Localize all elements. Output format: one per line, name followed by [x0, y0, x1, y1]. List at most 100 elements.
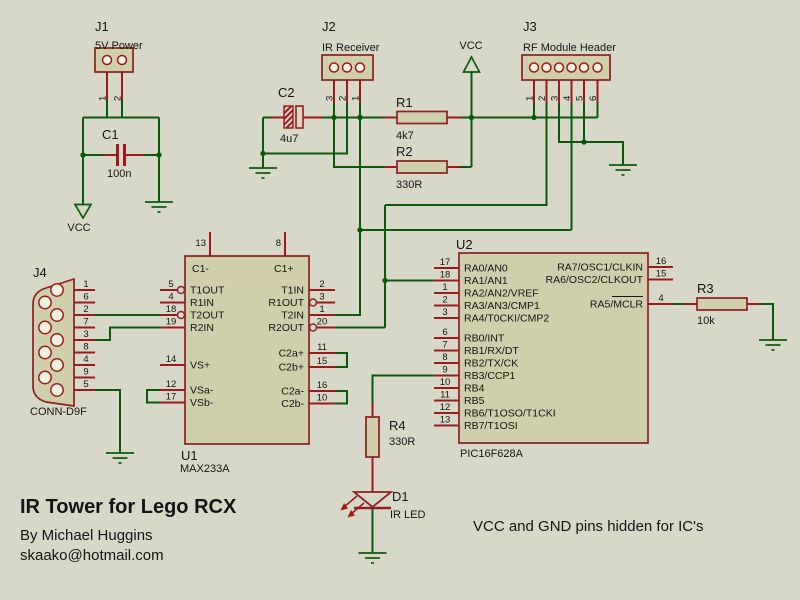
connector-j3[interactable]: J3 RF Module Header 1 2 3 4 5 6 [521, 19, 616, 103]
resistor-r1[interactable]: R1 4k7 [383, 95, 461, 142]
pin-hole [528, 62, 540, 73]
connector-j2[interactable]: J2 IR Receiver 3 2 1 [321, 19, 380, 103]
pin-num: 1 [319, 304, 324, 315]
j3-desc: RF Module Header [523, 42, 616, 54]
pin-num: 11 [317, 342, 327, 353]
pin-num: 2 [319, 279, 324, 290]
inversion-bubble [176, 310, 186, 320]
j3-ref: J3 [523, 19, 537, 34]
r3-value: 10k [697, 315, 715, 327]
plate [295, 105, 304, 129]
pin-num: 3 [550, 96, 561, 101]
pin-name: RB4 [464, 383, 485, 395]
pin-name: RA6/OSC2/CLKOUT [546, 274, 644, 286]
connector-j1[interactable]: J1 5V Power 1 2 [94, 19, 143, 101]
pin-num: 20 [317, 317, 328, 328]
pin-name: C2b+ [279, 362, 304, 374]
u2-ref: U2 [456, 237, 473, 252]
pin-num: 2 [537, 96, 548, 101]
capacitor-c1[interactable]: C1 100n [102, 127, 144, 180]
pin-num: 2 [113, 96, 124, 101]
vcc-terminal-top[interactable]: VCC [459, 40, 483, 73]
pin-hole [50, 358, 64, 372]
d1-ref: D1 [392, 489, 409, 504]
pin-num: 1 [351, 96, 362, 101]
pin-name: C2b- [281, 398, 304, 410]
pin-hole [50, 308, 64, 322]
j1-desc: 5V Power [95, 40, 143, 52]
pin-num: 7 [83, 317, 88, 328]
pin-num: 15 [656, 269, 667, 280]
r2-ref: R2 [396, 144, 413, 159]
pin-name: VS+ [190, 360, 210, 372]
pin-num: 10 [317, 393, 328, 404]
pin-hole [50, 333, 64, 347]
pin-num: 6 [442, 327, 447, 338]
vcc-terminal-left[interactable]: VCC [67, 203, 93, 235]
pin-hole [341, 62, 353, 73]
resistor-r3[interactable]: R3 10k [683, 281, 761, 327]
r2-value: 330R [396, 179, 422, 191]
pin-hole [38, 295, 52, 310]
pin-hole [328, 62, 340, 73]
diode-d1[interactable]: D1 IR LED [340, 489, 426, 521]
pin-name: R2IN [190, 322, 214, 334]
schematic-title: IR Tower for Lego RCX [20, 496, 237, 518]
pin-name: RA5/MCLR [590, 299, 644, 311]
pin-num: 11 [440, 390, 450, 401]
pin-num: 4 [658, 293, 663, 304]
pin-hole [38, 320, 52, 335]
inversion-bubble [308, 298, 318, 307]
pin-num: 1 [442, 282, 447, 293]
title-block: IR Tower for Lego RCX By Michael Huggins… [20, 496, 703, 564]
inversion-bubble [176, 285, 186, 295]
pin-num: 14 [166, 354, 177, 365]
pin-num: 2 [338, 96, 349, 101]
pin-num: 5 [83, 379, 88, 390]
pin-num: 1 [525, 96, 536, 101]
u1-ref: U1 [181, 448, 198, 463]
c1-value: 100n [107, 168, 131, 180]
pin-name: RB6/T1OSO/T1CKI [464, 408, 556, 420]
pin-num: 12 [440, 402, 451, 413]
wire-segments[interactable] [82, 72, 774, 553]
pin-hole [578, 62, 590, 73]
j2-ref: J2 [322, 19, 336, 34]
ic-u1[interactable]: U1 MAX233A 13 8 C1- C1+ 5 4 18 19 14 12 … [160, 232, 335, 475]
pin-name: RB2/TX/CK [464, 358, 518, 370]
pin-name: C1- [192, 263, 209, 275]
pin-num: 15 [317, 356, 328, 367]
pin-name: RB5 [464, 395, 485, 407]
pin-num: 18 [166, 304, 177, 315]
polarized-plate [283, 105, 294, 129]
r1-ref: R1 [396, 95, 413, 110]
pin-name: C1+ [274, 263, 294, 275]
j2-desc: IR Receiver [322, 42, 380, 54]
pin-num: 4 [562, 96, 573, 101]
pin-hole [553, 62, 565, 73]
pin-name: R1IN [190, 297, 214, 309]
pin-num: 6 [83, 292, 88, 303]
c2-value: 4u7 [280, 133, 298, 145]
pin-hole [38, 370, 52, 385]
schematic-email: skaako@hotmail.com [20, 547, 164, 564]
schematic-note: VCC and GND pins hidden for IC's [473, 518, 703, 535]
connector-j4[interactable]: J4 CONN-D9F 1 6 2 7 3 8 4 9 5 [30, 265, 95, 418]
pin-name: RA0/AN0 [464, 263, 508, 275]
capacitor-c2[interactable]: C2 4u7 [271, 85, 322, 145]
resistor-r2[interactable]: R2 330R [383, 144, 461, 191]
pin-hole [116, 54, 128, 66]
pin-name: T1OUT [190, 285, 225, 297]
j4-ref: J4 [33, 265, 47, 280]
junction-dots [80, 114, 587, 284]
pin-num: 5 [168, 279, 173, 290]
pin-num: 13 [195, 238, 206, 249]
pin-num: 16 [656, 256, 667, 267]
pin-num: 2 [83, 304, 88, 315]
pin-num: 12 [166, 379, 177, 390]
pin-name: RB3/CCP1 [464, 370, 516, 382]
resistor-r4[interactable]: R4 330R [365, 403, 415, 492]
ic-u2[interactable]: U2 PIC16F628A 17 18 1 2 3 6 7 8 9 10 11 … [434, 237, 673, 460]
pin-num: 3 [319, 292, 324, 303]
